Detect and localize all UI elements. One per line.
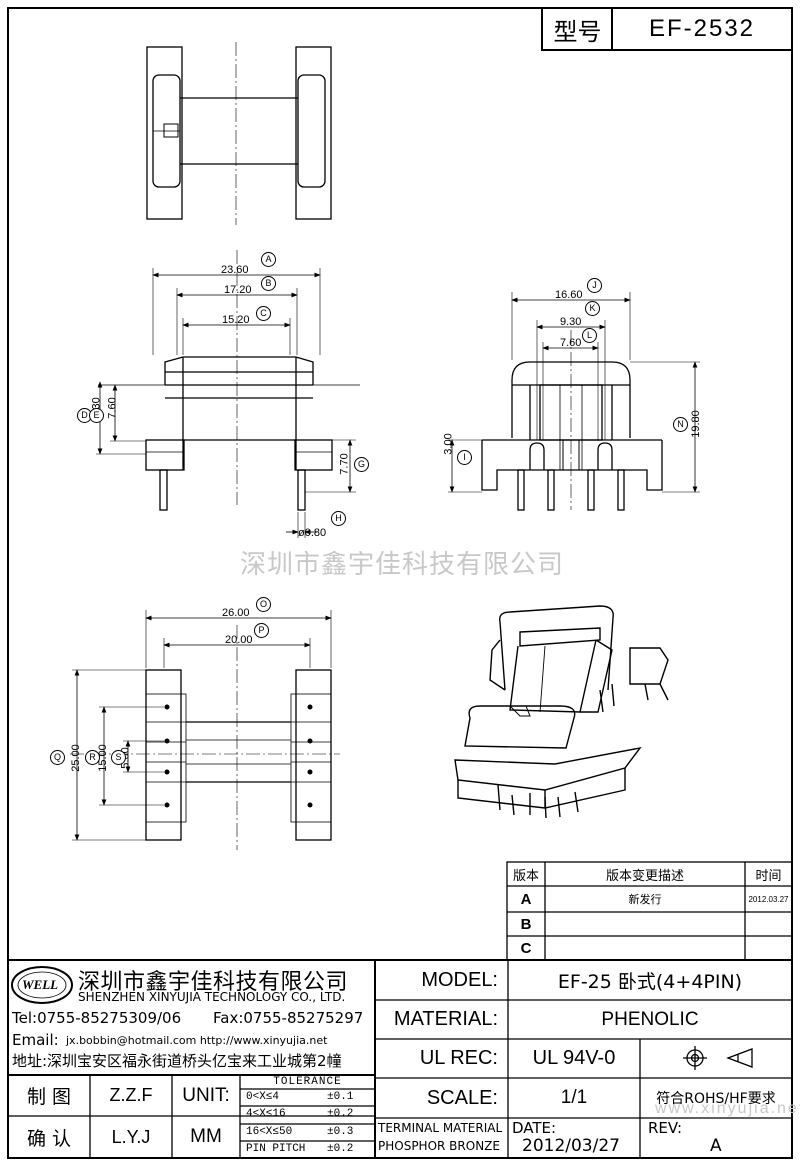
marker-s: S [111, 750, 126, 765]
date-value: 2012/03/27 [522, 1136, 620, 1156]
dim-e-value: 7.60 [106, 397, 119, 419]
marker-l: L [582, 328, 597, 343]
scale-value: 1/1 [560, 1087, 588, 1108]
header-model-value: EF-2532 [648, 15, 756, 42]
header-model-label: 型号 [553, 17, 602, 46]
side-view [448, 292, 700, 511]
tolerance-value: ±0.2 [327, 1143, 354, 1155]
tolerance-value: ±0.3 [327, 1126, 354, 1138]
model-label: MODEL: [421, 968, 498, 991]
rev-row-version: B [520, 915, 532, 933]
dim-q-value: 25.00 [69, 744, 82, 772]
rohs-compliance: 符合ROHS/HF要求 [656, 1091, 776, 1107]
marker-g: G [354, 457, 369, 472]
tolerance-range: PIN PITCH [246, 1143, 306, 1155]
checked-value: L.Y.J [111, 1126, 151, 1147]
watermark-url: www.xinyujia.net [655, 1100, 800, 1117]
watermark-company: 深圳市鑫宇佳科技有限公司 [240, 550, 565, 580]
rev-row-version: A [520, 890, 532, 908]
marker-o: O [256, 597, 271, 612]
dim-l-value: 7.60 [560, 337, 582, 349]
company-fax: Fax:0755-85275297 [213, 1009, 364, 1027]
terminal-material-label: TERMINAL MATERIAL [378, 1121, 503, 1135]
dim-c-value: 15.20 [222, 314, 250, 326]
ulrec-label: UL REC: [419, 1047, 498, 1069]
dim-j-value: 16.60 [555, 289, 583, 301]
tolerance-title: TOLERANCE [273, 1076, 342, 1088]
marker-a: A [261, 252, 276, 267]
dim-p-value: 20.00 [225, 634, 253, 646]
dim-a-value: 23.60 [221, 264, 249, 276]
tolerance-value: ±0.1 [327, 1091, 354, 1103]
scale-label: SCALE: [426, 1086, 498, 1109]
company-email-value: jx.bobbin@hotmail.com http://www.xinyuji… [66, 1034, 328, 1047]
dim-k-value: 9.30 [560, 316, 582, 328]
bottom-view [70, 610, 340, 850]
date-label: DATE: [512, 1119, 557, 1137]
marker-k: K [585, 301, 600, 316]
rev-header-description: 版本变更描述 [605, 868, 684, 884]
unit-value: MM [190, 1126, 222, 1147]
dim-n-value: 19.80 [689, 410, 702, 438]
ulrec-value: UL 94V-0 [532, 1047, 616, 1069]
rev-header-time: 时间 [755, 868, 782, 884]
projection-symbol-icon [726, 1046, 728, 1048]
dim-b-value: 17.20 [224, 284, 252, 296]
marker-r: R [85, 750, 100, 765]
marker-e: E [89, 408, 104, 423]
company-logo [11, 966, 73, 1004]
tolerance-value: ±0.2 [327, 1108, 354, 1120]
marker-i: I [457, 450, 472, 465]
title-block-lines [8, 861, 793, 1158]
model-value: EF-25 卧式(4+4PIN) [557, 970, 743, 993]
rev-row-time: 2012.03.27 [748, 894, 789, 904]
top-view [146, 42, 332, 225]
company-address: 地址:深圳宝安区福永街道桥头亿宝来工业城第2幢 [12, 1052, 342, 1070]
tolerance-range: 0<X≤4 [246, 1091, 280, 1103]
material-value: PHENOLIC [601, 1008, 699, 1030]
company-name-en: SHENZHEN XINYUJIA TECHNOLOGY CO., LTD. [78, 990, 346, 1004]
drawn-label: 制 图 [26, 1086, 72, 1108]
company-logo-text: WELL [22, 977, 59, 992]
rev-label: REV: [648, 1119, 682, 1137]
rev-header-version: 版本 [512, 868, 539, 884]
checked-label: 确 认 [26, 1127, 72, 1150]
company-name-cn: 深圳市鑫宇佳科技有限公司 [78, 970, 349, 995]
dim-g-value: 7.70 [338, 453, 351, 475]
material-label: MATERIAL: [393, 1008, 498, 1030]
drawn-value: Z.Z.F [109, 1085, 153, 1105]
marker-n: N [673, 417, 688, 432]
rev-row-description: 新发行 [628, 893, 662, 906]
unit-label: UNIT: [182, 1084, 230, 1106]
marker-p: P [254, 623, 269, 638]
tolerance-range: 4<X≤16 [246, 1108, 286, 1120]
rev-row-version: C [520, 939, 532, 957]
dim-i-value: 3.00 [442, 433, 455, 455]
marker-j: J [587, 278, 602, 293]
front-view [96, 250, 360, 538]
dim-h-value: ø0.80 [298, 527, 327, 539]
company-tel: Tel:0755-85275309/06 [12, 1009, 182, 1027]
ul-certification-icon [676, 1046, 678, 1048]
company-email-label: Email: [12, 1031, 59, 1049]
isometric-view [454, 605, 669, 819]
marker-q: Q [50, 750, 65, 765]
terminal-material-value: PHOSPHOR BRONZE [378, 1139, 500, 1153]
dim-o-value: 26.00 [222, 607, 250, 619]
marker-c: C [256, 306, 271, 321]
marker-h: H [331, 511, 346, 526]
rev-value: A [710, 1136, 722, 1156]
marker-b: B [261, 276, 276, 291]
tolerance-range: 16<X≤50 [246, 1126, 293, 1138]
